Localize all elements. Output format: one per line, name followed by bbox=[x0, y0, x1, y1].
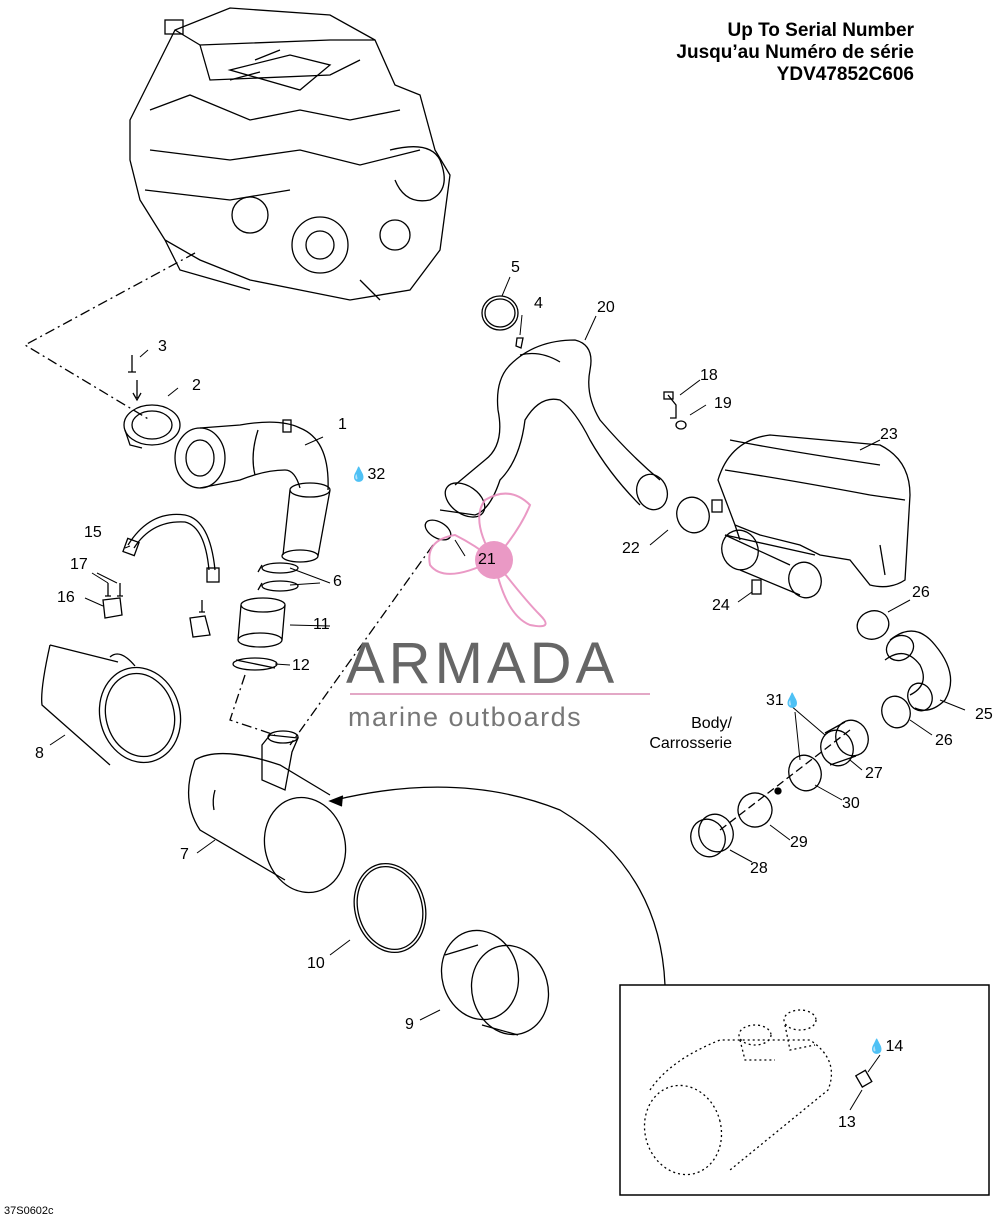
callout-10: 10 bbox=[307, 955, 325, 972]
callout-27: 27 bbox=[865, 765, 883, 782]
muffler-cover-part bbox=[41, 644, 182, 766]
callout-31-label: 31 bbox=[766, 692, 784, 709]
callout-17: 17 bbox=[70, 556, 88, 573]
armada-logo-icon bbox=[428, 492, 547, 628]
callout-12: 12 bbox=[292, 657, 310, 674]
exhaust-elbow-part bbox=[174, 419, 331, 563]
callout-21: 21 bbox=[478, 551, 496, 568]
exhaust-hose-part bbox=[439, 339, 669, 518]
callout-14-label: 14 bbox=[885, 1038, 904, 1055]
callout-25: 25 bbox=[975, 706, 993, 723]
callout-26-lower: 26 bbox=[935, 732, 953, 749]
callout-16: 16 bbox=[57, 589, 75, 606]
serial-number: YDV47852C606 bbox=[776, 64, 914, 85]
callout-3: 3 bbox=[158, 338, 167, 355]
callout-11: 11 bbox=[313, 616, 330, 633]
water-box-part bbox=[711, 434, 911, 599]
oil-drop-icon: 💧 bbox=[868, 1038, 886, 1054]
callout-7: 7 bbox=[180, 846, 189, 863]
callout-31: 31💧 bbox=[766, 692, 801, 710]
callout-2: 2 bbox=[192, 377, 201, 394]
engine-illustration bbox=[129, 7, 451, 301]
body-note: Body/ Carrosserie bbox=[620, 714, 732, 754]
watermark-brand: ARMADA bbox=[346, 631, 619, 696]
callout-9: 9 bbox=[405, 1016, 414, 1033]
callout-4: 4 bbox=[534, 295, 543, 312]
oil-drop-icon: 💧 bbox=[350, 466, 368, 482]
callout-15: 15 bbox=[84, 524, 102, 541]
callout-6: 6 bbox=[333, 573, 342, 590]
figure-code: 37S0602c bbox=[4, 1205, 54, 1217]
callout-8: 8 bbox=[35, 745, 44, 762]
callout-5: 5 bbox=[511, 259, 520, 276]
serial-heading-en: Up To Serial Number bbox=[727, 20, 914, 41]
callout-20: 20 bbox=[597, 299, 615, 316]
callout-22: 22 bbox=[622, 540, 640, 557]
serial-heading-fr: Jusqu’au Numéro de série bbox=[676, 42, 914, 63]
callout-32: 💧32 bbox=[350, 466, 385, 484]
callout-18: 18 bbox=[700, 367, 718, 384]
callout-30: 30 bbox=[842, 795, 860, 812]
body-note-line2: Carrosserie bbox=[649, 735, 732, 752]
oil-drop-icon: 💧 bbox=[783, 692, 802, 708]
callout-1: 1 bbox=[338, 416, 347, 433]
watermark-tagline: marine outboards bbox=[348, 702, 583, 732]
callout-28: 28 bbox=[750, 860, 768, 877]
callout-32-label: 32 bbox=[367, 466, 386, 483]
inset-muffler bbox=[643, 1009, 833, 1176]
callout-24: 24 bbox=[712, 597, 730, 614]
watermark-rule bbox=[350, 693, 650, 695]
callout-14: 💧14 bbox=[868, 1038, 903, 1056]
body-note-line1: Body/ bbox=[691, 715, 732, 732]
callout-29: 29 bbox=[790, 834, 808, 851]
callout-13: 13 bbox=[838, 1114, 856, 1131]
callout-19: 19 bbox=[714, 395, 732, 412]
callout-23: 23 bbox=[880, 426, 898, 443]
muffler-part bbox=[187, 730, 347, 894]
callout-26-upper: 26 bbox=[912, 584, 930, 601]
